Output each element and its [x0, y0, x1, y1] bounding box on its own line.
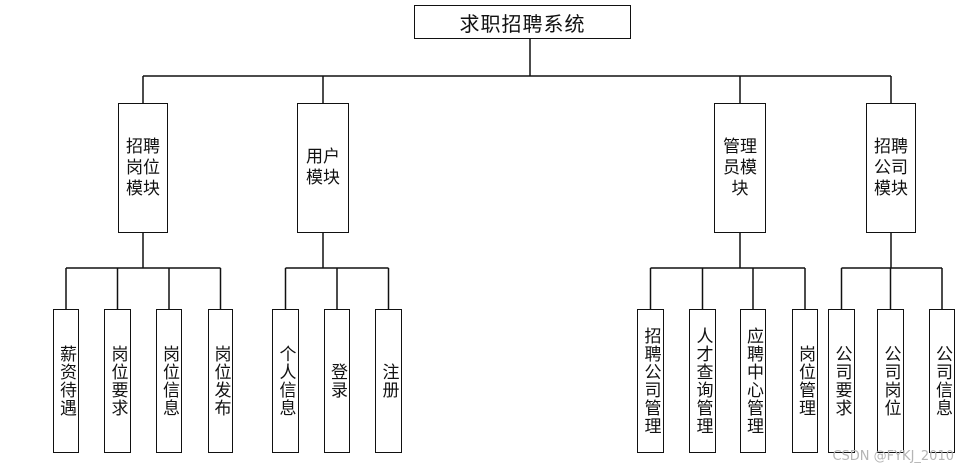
leaf-node-label: 岗位管理 [795, 345, 815, 417]
leaf-node-label: 公司岗位 [880, 345, 901, 417]
leaf-node-label: 公司信息 [932, 345, 952, 417]
leaf-node: 岗位发布 [208, 309, 233, 453]
leaf-node: 岗位信息 [156, 309, 182, 453]
leaf-node: 应聘中心管理 [740, 309, 766, 453]
module-node-label: 招聘 岗位 模块 [126, 136, 160, 199]
leaf-node: 公司信息 [929, 309, 955, 453]
module-node-label: 招聘 公司 模块 [874, 136, 908, 199]
leaf-node-label: 招聘公司管理 [640, 327, 661, 435]
leaf-node-label: 岗位要求 [107, 345, 128, 417]
leaf-node: 人才查询管理 [689, 309, 716, 453]
watermark: CSDN @FYKJ_2010 [832, 449, 954, 464]
leaf-node: 登录 [324, 309, 350, 453]
leaf-node-label: 岗位信息 [159, 345, 179, 417]
leaf-node: 注册 [375, 309, 402, 453]
leaf-node-label: 应聘中心管理 [743, 327, 763, 435]
leaf-node: 岗位管理 [792, 309, 818, 453]
module-node-label: 用户 模块 [306, 147, 340, 188]
root-node: 求职招聘系统 [414, 5, 631, 39]
module-node-user: 用户 模块 [297, 103, 349, 233]
leaf-node: 招聘公司管理 [637, 309, 664, 453]
leaf-node-label: 薪资待遇 [56, 345, 76, 417]
module-node-recruit-company: 招聘 公司 模块 [866, 103, 916, 233]
module-node-label: 管理 员模 块 [723, 136, 757, 199]
leaf-node: 公司要求 [828, 309, 855, 453]
module-node-admin: 管理 员模 块 [714, 103, 766, 233]
leaf-node: 岗位要求 [104, 309, 131, 453]
leaf-node-label: 人才查询管理 [692, 327, 713, 435]
leaf-node: 个人信息 [272, 309, 299, 453]
module-node-recruit-post: 招聘 岗位 模块 [118, 103, 168, 233]
leaf-node: 薪资待遇 [53, 309, 79, 453]
leaf-node-label: 个人信息 [275, 345, 296, 417]
leaf-node: 公司岗位 [877, 309, 904, 453]
leaf-node-label: 登录 [327, 363, 347, 399]
connector-lines [65, 39, 943, 309]
leaf-node-label: 公司要求 [831, 345, 852, 417]
root-node-label: 求职招聘系统 [459, 11, 586, 36]
leaf-node-label: 岗位发布 [210, 345, 231, 417]
leaf-node-label: 注册 [378, 363, 399, 399]
